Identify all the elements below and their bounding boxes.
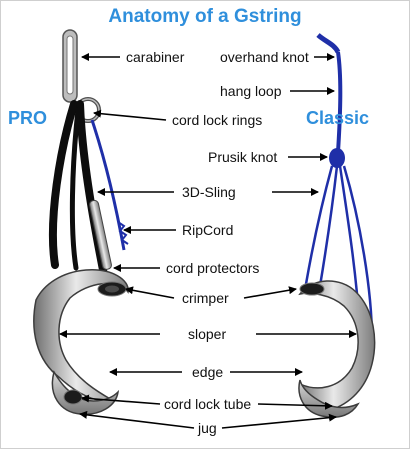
arrow-crimper-left (125, 286, 175, 299)
label-jug: jug (196, 420, 219, 436)
arrow-cord-lock-rings (93, 109, 167, 121)
carabiner-shape (62, 29, 78, 103)
label-cord-protectors: cord protectors (164, 260, 262, 276)
label-sloper: sloper (186, 326, 229, 342)
label-ripcord: RipCord (180, 222, 236, 238)
pro-side-label: PRO (8, 108, 48, 128)
label-edge: edge (190, 364, 226, 380)
label-cord-lock-tube: cord lock tube (162, 396, 254, 412)
label-prusik-knot: Prusik knot (206, 149, 280, 165)
classic-side-label: Classic (306, 108, 370, 128)
pro-hold-body (33, 269, 129, 402)
arrow-jug-right (221, 413, 337, 429)
label-overhand-knot: overhand knot (218, 49, 311, 65)
arrow-jug-left (79, 410, 195, 429)
arrow-cord-lock-tube-right (257, 401, 333, 410)
label-cord-lock-rings: cord lock rings (170, 112, 265, 128)
sling-shape (48, 100, 109, 284)
arrow-crimper-right (243, 286, 297, 299)
classic-hold-body (298, 280, 376, 411)
label-3d-sling: 3D-Sling (180, 184, 238, 200)
label-crimper: crimper (180, 290, 231, 306)
pro-device (33, 29, 129, 415)
label-hang-loop: hang loop (218, 83, 284, 99)
prusik-knot-shape (329, 148, 345, 168)
arrows (59, 53, 357, 429)
label-carabiner: carabiner (124, 49, 187, 65)
classic-device (298, 33, 376, 418)
hang-loop-shape (336, 51, 343, 153)
diagram-title: Anatomy of a Gstring (108, 6, 302, 27)
arrow-cord-lock-tube-left (81, 394, 161, 405)
